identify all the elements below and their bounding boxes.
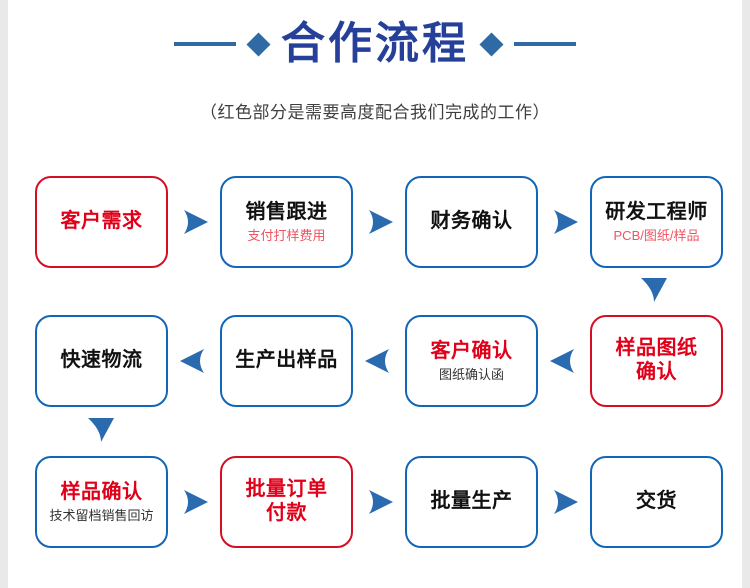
flow-node-subtitle: PCB/图纸/样品 (613, 227, 700, 243)
flow-node-1-1[interactable]: 客户需求 (35, 176, 168, 268)
flow-node-title: 财务确认 (430, 210, 513, 233)
page-title: 合作流程 (281, 19, 469, 68)
flow-connector (538, 487, 590, 517)
flow-node-subtitle: 图纸确认函 (438, 366, 504, 382)
flow-row-1: 客户需求 销售跟进支付打样费用 财务确认 研发工程师 PCB/图纸/样品 (8, 176, 742, 268)
flow-node-subtitle: 技术留档销售回访 (49, 507, 154, 523)
arrow-left-icon (365, 349, 389, 373)
flow-node-3-2[interactable]: 批量订单 付款 (220, 456, 353, 548)
title-rule-left (174, 42, 236, 46)
flow-connector (538, 346, 590, 376)
flow-connector (168, 207, 220, 237)
flow-node-title: 样品确认 (60, 481, 143, 504)
flow-node-title: 快速物流 (60, 349, 143, 372)
flow-connector (353, 487, 405, 517)
flow-connector (353, 207, 405, 237)
flow-node-title: 批量生产 (430, 490, 513, 513)
flowchart-page: 合作流程 （红色部分是需要高度配合我们完成的工作） 客户需求 销售跟进支付打样费用… (8, 0, 742, 588)
arrow-right-icon (184, 490, 208, 514)
page-header: 合作流程 （红色部分是需要高度配合我们完成的工作） (8, 0, 742, 150)
title-row: 合作流程 (8, 22, 742, 66)
arrow-right-icon (184, 210, 208, 234)
flow-node-3-3[interactable]: 批量生产 (405, 456, 538, 548)
down-arrow-row2-to-row3 (84, 412, 118, 446)
flow-node-3-4[interactable]: 交货 (590, 456, 723, 548)
flow-connector (538, 207, 590, 237)
diamond-right-icon (479, 31, 504, 57)
arrow-right-icon (554, 490, 578, 514)
flow-node-title: 交货 (636, 490, 677, 513)
flow-node-1-4[interactable]: 研发工程师 PCB/图纸/样品 (590, 176, 723, 268)
flow-node-2-2[interactable]: 生产出样品 (220, 315, 353, 407)
flow-row-3: 样品确认技术留档销售回访 批量订单 付款 批量生产 交货 (8, 456, 742, 548)
flow-node-subtitle: 支付打样费用 (247, 227, 326, 243)
title-rule-right (514, 42, 576, 46)
flow-node-1-2[interactable]: 销售跟进支付打样费用 (220, 176, 353, 268)
flow-node-title: 生产出样品 (235, 349, 338, 372)
flow-node-title: 样品图纸 确认 (615, 337, 698, 383)
flow-connector (353, 346, 405, 376)
flow-connector (168, 487, 220, 517)
flow-node-title: 客户需求 (60, 210, 143, 233)
flow-node-title: 销售跟进 (245, 201, 328, 224)
arrow-left-icon (550, 349, 574, 373)
arrow-left-icon (180, 349, 204, 373)
arrow-right-icon (369, 210, 393, 234)
flow-node-1-3[interactable]: 财务确认 (405, 176, 538, 268)
flow-connector (168, 346, 220, 376)
diamond-left-icon (246, 31, 271, 57)
arrow-right-icon (369, 490, 393, 514)
arrow-right-icon (554, 210, 578, 234)
flow-node-title: 客户确认 (430, 340, 513, 363)
flow-node-2-3[interactable]: 客户确认图纸确认函 (405, 315, 538, 407)
flow-node-2-4[interactable]: 样品图纸 确认 (590, 315, 723, 407)
down-arrow-row1-to-row2 (637, 272, 671, 306)
flow-node-2-1[interactable]: 快速物流 (35, 315, 168, 407)
flow-row-2: 快速物流 生产出样品 客户确认图纸确认函 样品图纸 确认 (8, 315, 742, 407)
page-subtitle: （红色部分是需要高度配合我们完成的工作） (200, 103, 550, 122)
flow-node-3-1[interactable]: 样品确认技术留档销售回访 (35, 456, 168, 548)
flow-node-title: 研发工程师 (605, 201, 708, 224)
flow-node-title: 批量订单 付款 (245, 478, 328, 524)
